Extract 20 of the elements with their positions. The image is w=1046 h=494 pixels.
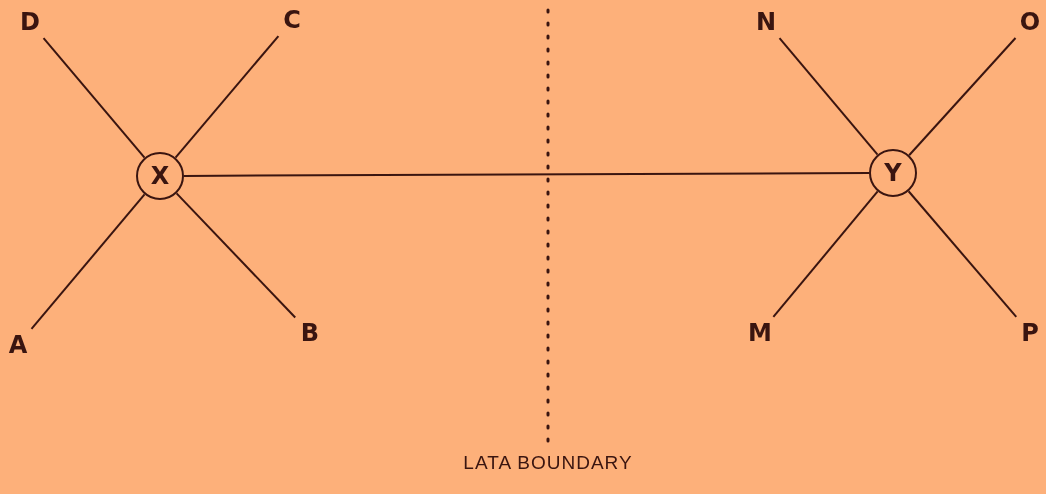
connector-line [778, 37, 879, 156]
endpoint-label: A [6, 332, 30, 358]
endpoint-label: N [754, 9, 778, 35]
connector-line [907, 190, 1018, 318]
connector-line [183, 172, 870, 177]
connector-line [175, 192, 297, 319]
endpoint-label: D [18, 9, 42, 35]
connector-line [908, 36, 1017, 157]
endpoint-label: O [1018, 9, 1042, 35]
endpoint-label: C [280, 7, 304, 33]
connector-line [42, 37, 146, 159]
node-circle: Y [869, 149, 917, 197]
node-circle: X [136, 152, 184, 200]
endpoint-label: P [1018, 320, 1042, 346]
endpoint-label: M [748, 320, 772, 346]
connector-line [174, 35, 280, 159]
connector-line [772, 190, 879, 318]
boundary-label: LATA BOUNDARY [462, 452, 634, 474]
connector-line [30, 193, 146, 330]
endpoint-label: B [298, 320, 322, 346]
